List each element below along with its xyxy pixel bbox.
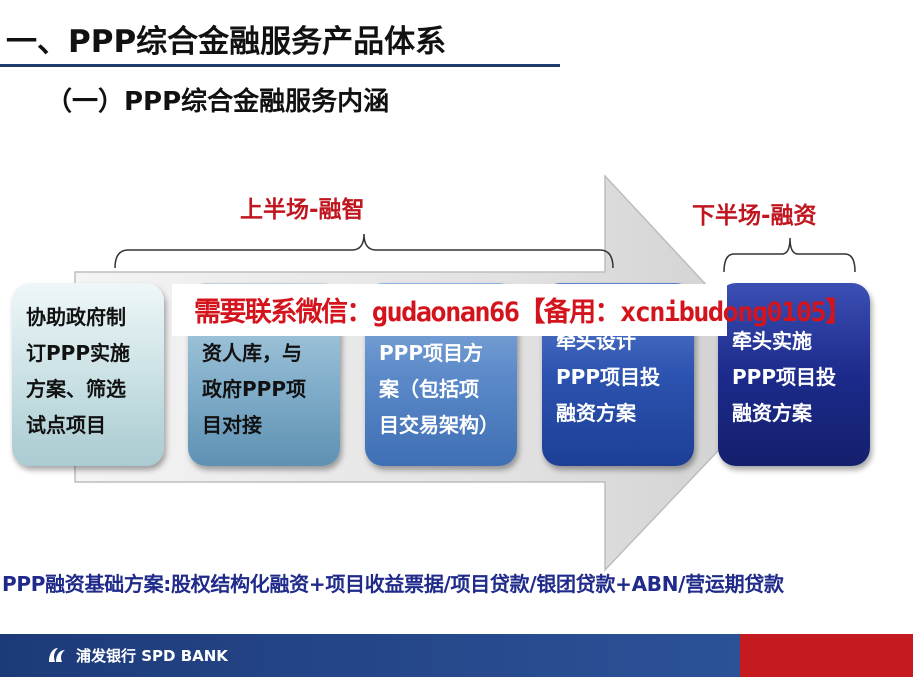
- section-subtitle: （一）PPP综合金融服务内涵: [46, 87, 390, 117]
- step-1-line-2: 订PPP实施: [26, 341, 130, 365]
- step-3-line-4: 目交易架构）: [379, 413, 499, 437]
- bank-logo: 浦发银行 SPD BANK: [46, 644, 228, 666]
- contact-watermark-banner: 需要联系微信：gudaonan66【备用：xcnibudong0105】: [172, 284, 852, 336]
- step-box-1: 协助政府制 订PPP实施 方案、筛选 试点项目: [12, 283, 164, 466]
- step-5-line-1: 牵头实施: [732, 329, 812, 353]
- phase-label-second-half: 下半场-融资: [692, 203, 817, 229]
- footer-red-band: [740, 634, 913, 677]
- phase-label-first-half: 上半场-融智: [240, 197, 365, 223]
- footer-blue-band: [0, 634, 740, 677]
- step-4-line-2: PPP项目投: [556, 365, 660, 389]
- contact-watermark-text: 需要联系微信：gudaonan66【备用：xcnibudong0105】: [194, 297, 852, 328]
- step-1-line-4: 试点项目: [26, 413, 106, 437]
- bank-name: 浦发银行 SPD BANK: [76, 646, 228, 665]
- step-box-5: 牵头实施 PPP项目投 融资方案: [718, 283, 870, 466]
- step-1-line-1: 协助政府制: [26, 305, 126, 329]
- step-2-line-4: 目对接: [202, 413, 262, 437]
- step-2-line-2: 资人库，与: [202, 341, 302, 365]
- step-4-line-3: 融资方案: [556, 401, 636, 425]
- footer-bar: 浦发银行 SPD BANK: [0, 634, 913, 677]
- step-3-line-3: 案（包括项: [379, 377, 479, 401]
- financing-basis-text: PPP融资基础方案:股权结构化融资+项目收益票据/项目贷款/银团贷款+ABN/营…: [2, 572, 784, 596]
- brace-first-half: [114, 233, 614, 269]
- bank-logo-icon: [49, 648, 65, 662]
- title-underline: [0, 64, 560, 67]
- page-title: 一、PPP综合金融服务产品体系: [6, 24, 447, 60]
- step-3-line-2: PPP项目方: [379, 341, 483, 365]
- brace-second-half: [723, 237, 856, 273]
- step-5-line-3: 融资方案: [732, 401, 812, 425]
- step-2-line-3: 政府PPP项: [202, 377, 306, 401]
- step-1-line-3: 方案、筛选: [26, 377, 126, 401]
- step-5-line-2: PPP项目投: [732, 365, 836, 389]
